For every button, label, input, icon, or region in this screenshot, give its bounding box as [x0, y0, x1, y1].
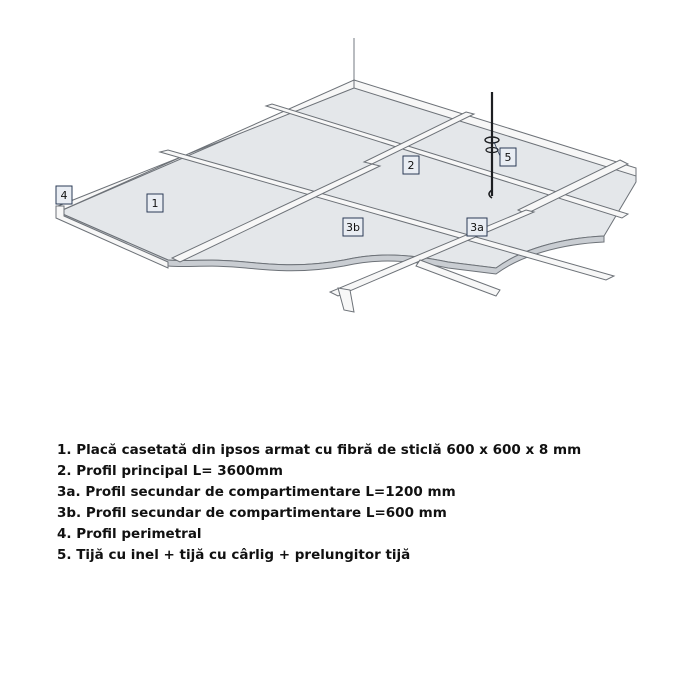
legend-item: 4. Profil perimetral	[57, 526, 202, 542]
callout-5-text: 5	[505, 151, 512, 164]
legend-item: 2. Profil principal L= 3600mm	[57, 463, 283, 479]
leader-line-5	[493, 141, 501, 157]
legend-item: 1. Placă casetată din ipsos armat cu fib…	[57, 442, 582, 458]
callout-2: 2	[402, 155, 420, 175]
callout-3a: 3a	[466, 217, 488, 237]
main-profile-extension	[415, 259, 501, 297]
profile-end-left	[337, 287, 355, 313]
callout-3b-text: 3b	[346, 221, 360, 234]
callout-1-text: 1	[152, 197, 159, 210]
legend-item: 5. Tijă cu inel + tijă cu cârlig + prelu…	[57, 547, 411, 563]
perimeter-profile-front	[55, 205, 169, 269]
callout-2-text: 2	[408, 159, 415, 172]
callout-4-text: 4	[61, 189, 68, 202]
main-profile-a	[264, 103, 630, 219]
hanger-spring	[485, 146, 499, 154]
legend-item: 3b. Profil secundar de compartimentare L…	[57, 505, 447, 521]
hanger-ring	[484, 136, 500, 144]
legend-list: 1. Placă casetată din ipsos armat cu fib…	[57, 440, 581, 566]
callout-3a-text: 3a	[470, 221, 484, 234]
panel-cut-edge	[57, 211, 605, 275]
hanger-hook	[488, 189, 493, 199]
callout-3b: 3b	[342, 217, 364, 237]
cross-profile-e	[170, 163, 382, 263]
legend-item: 3a. Profil secundar de compartimentare L…	[57, 484, 456, 500]
callout-4: 4	[55, 185, 73, 205]
ceiling-system-diagram: 4 1 2 5 3b 3a	[55, 38, 637, 313]
main-profile-b	[158, 149, 616, 281]
callout-1: 1	[146, 193, 164, 213]
callout-5: 5	[499, 147, 517, 167]
